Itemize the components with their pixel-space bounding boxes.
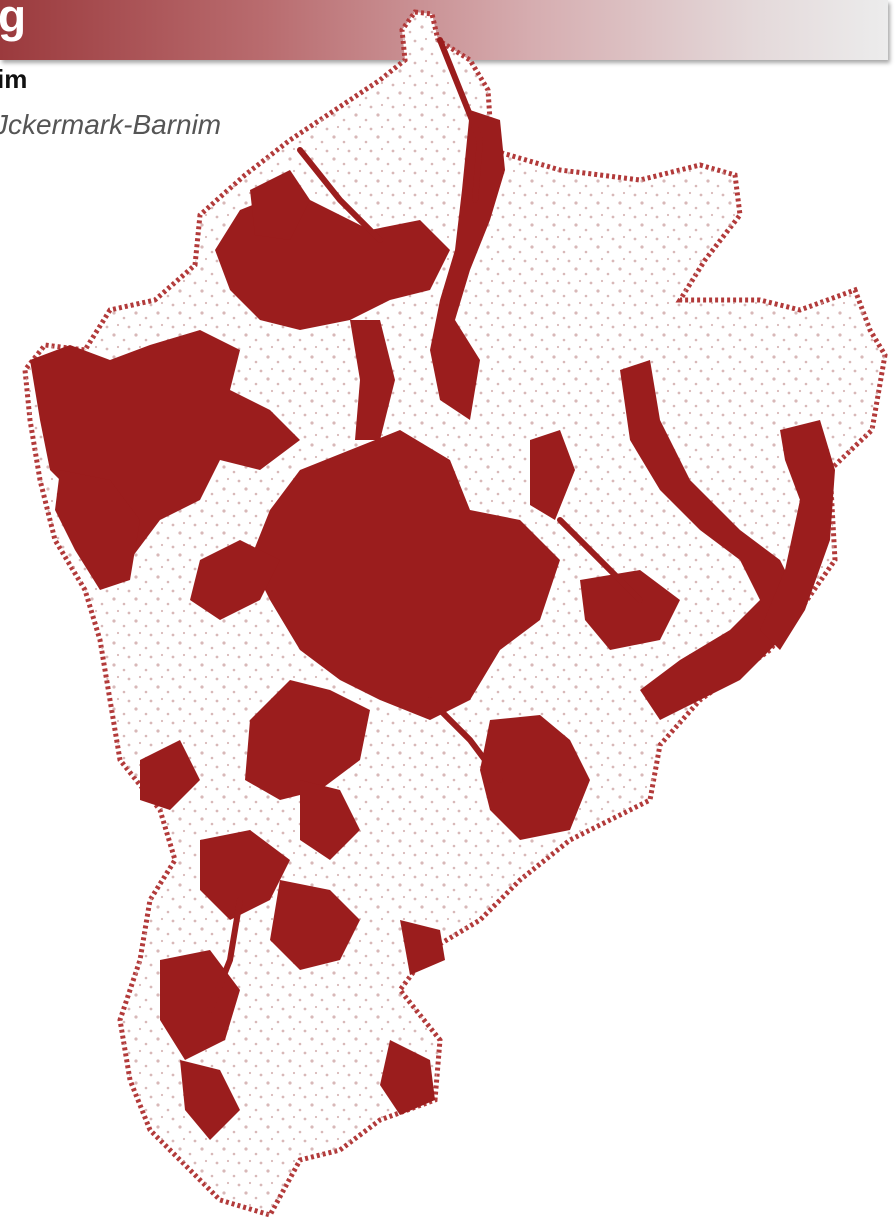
forest-southeast-blob	[480, 715, 590, 840]
forest-corridor-2	[530, 430, 575, 520]
forest-corridor-3	[140, 740, 200, 810]
forest-west-lower	[55, 470, 140, 590]
forest-south-5	[380, 1040, 435, 1115]
forest-central	[250, 430, 560, 720]
forest-south-central	[245, 680, 370, 800]
river-line-5	[427, 697, 503, 783]
region-subtitle: Jckermark-Barnim	[0, 109, 222, 140]
forest-east-arc	[620, 360, 800, 720]
forest-south-4	[180, 1060, 240, 1140]
river-line-1	[437, 37, 484, 203]
river-line-3	[557, 517, 643, 603]
forest-south-6	[400, 920, 445, 975]
forest-south-7	[300, 780, 360, 860]
forest-south-2	[270, 880, 360, 970]
forest-north-corridor	[430, 110, 505, 420]
forest-far-east	[760, 420, 835, 650]
river-lines	[207, 37, 643, 1013]
region-title: im	[0, 64, 28, 94]
forest-south-1	[200, 830, 290, 920]
forest-east-middle	[580, 570, 680, 650]
header-title: g	[0, 0, 27, 42]
forest-mid-arms	[190, 540, 280, 620]
river-line-2	[297, 147, 383, 243]
forest-areas	[30, 110, 835, 1140]
river-line-4	[207, 897, 243, 1013]
forest-northwest	[250, 170, 310, 240]
forest-corridor-1	[350, 320, 395, 440]
